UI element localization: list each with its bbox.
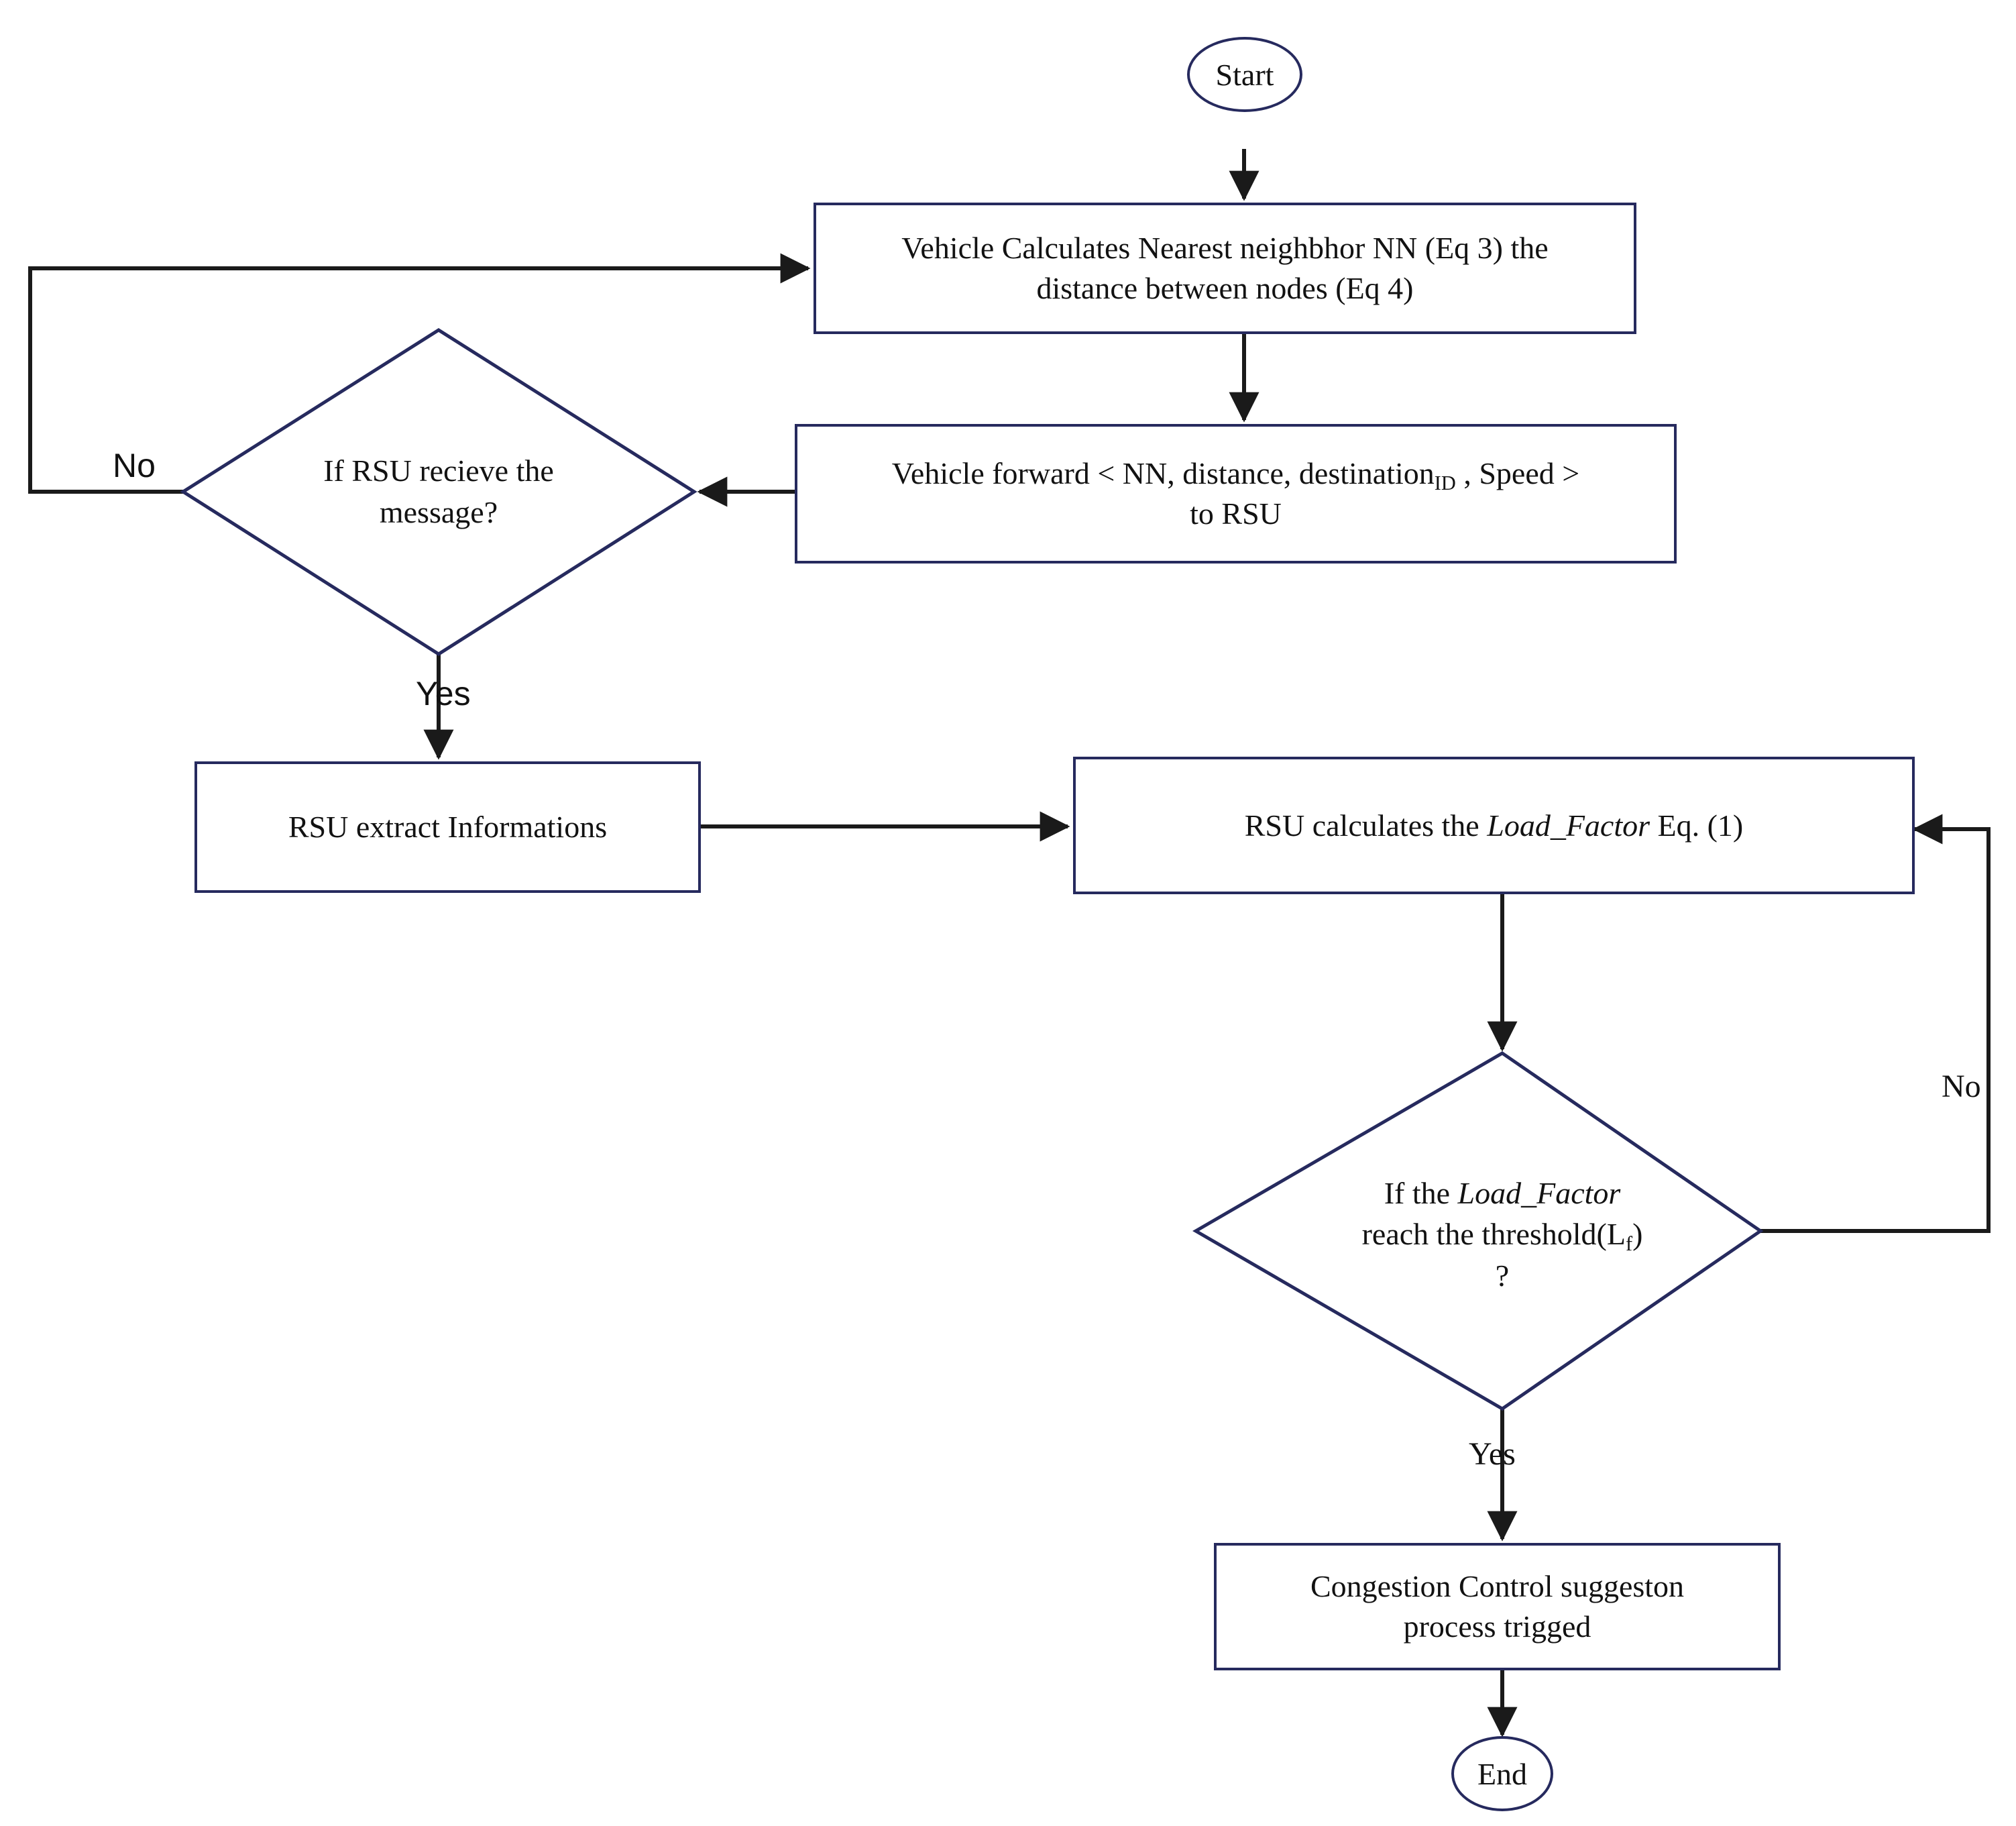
edge-label-yes-left: Yes [416,674,471,713]
node-calculate-nearest-neighbor-text: Vehicle Calculates Nearest neighbhor NN … [901,228,1548,309]
decision-threshold-shape [1192,1051,1764,1411]
edge-label-no-right: No [1942,1068,1981,1105]
calc-line-2: distance between nodes (Eq 4) [1036,271,1414,305]
forward-prefix: Vehicle forward < NN, distance, destinat… [891,456,1435,491]
forward-line-2: to RSU [1190,496,1282,531]
congestion-line-1: Congestion Control suggeston [1310,1569,1685,1604]
edge-label-no-left: No [113,446,156,485]
node-decision-rsu-receive[interactable]: If RSU recieve the message? [237,425,640,559]
decision-rsu-line-2: message? [379,495,498,529]
calc-line-1: Vehicle Calculates Nearest neighbhor NN … [901,231,1549,266]
threshold-line1-prefix: If the [1384,1175,1458,1210]
node-rsu-extract-label: RSU extract Informations [288,810,608,845]
threshold-line-3: ? [1495,1258,1510,1293]
node-decision-threshold[interactable]: If the Load_Factor reach the threshold(L… [1234,1140,1771,1328]
forward-suffix: , Speed > [1455,456,1580,491]
node-vehicle-forward[interactable]: Vehicle forward < NN, distance, destinat… [795,424,1677,563]
node-end[interactable]: End [1451,1736,1553,1811]
node-load-factor-text: RSU calculates the Load_Factor Eq. (1) [1245,806,1744,846]
decision-rsu-line-1: If RSU recieve the [323,453,554,488]
node-congestion-control-text: Congestion Control suggeston process tri… [1310,1566,1684,1647]
threshold-line1-italic: Load_Factor [1457,1175,1621,1210]
node-start-label: Start [1215,57,1274,92]
node-start[interactable]: Start [1187,37,1302,112]
edge-label-yes-bottom-text: Yes [1469,1436,1516,1472]
load-factor-prefix: RSU calculates the [1244,808,1488,843]
edge-label-yes-bottom: Yes [1469,1436,1516,1472]
edge-label-yes-left-text: Yes [416,675,471,712]
threshold-line2-prefix: reach the threshold(L [1361,1217,1626,1252]
node-vehicle-forward-text: Vehicle forward < NN, distance, destinat… [892,453,1579,534]
node-rsu-extract-informations[interactable]: RSU extract Informations [194,761,701,893]
node-end-label: End [1477,1756,1528,1791]
node-rsu-calculates-load-factor[interactable]: RSU calculates the Load_Factor Eq. (1) [1073,757,1915,894]
edge-label-no-right-text: No [1942,1069,1981,1104]
congestion-line-2: process trigged [1403,1609,1591,1644]
decision-threshold-text: If the Load_Factor reach the threshold(L… [1362,1173,1643,1297]
decision-rsu-receive-text: If RSU recieve the message? [323,450,554,533]
node-calculate-nearest-neighbor[interactable]: Vehicle Calculates Nearest neighbhor NN … [814,203,1636,334]
decision-rsu-receive-shape [180,328,697,656]
threshold-line2-subscript: f [1625,1232,1633,1255]
edge-label-no-left-text: No [113,447,156,484]
load-factor-italic: Load_Factor [1487,808,1650,843]
load-factor-suffix: Eq. (1) [1650,808,1744,843]
forward-subscript: ID [1434,471,1456,494]
node-congestion-control[interactable]: Congestion Control suggeston process tri… [1214,1543,1781,1670]
threshold-line2-suffix: ) [1632,1217,1643,1252]
